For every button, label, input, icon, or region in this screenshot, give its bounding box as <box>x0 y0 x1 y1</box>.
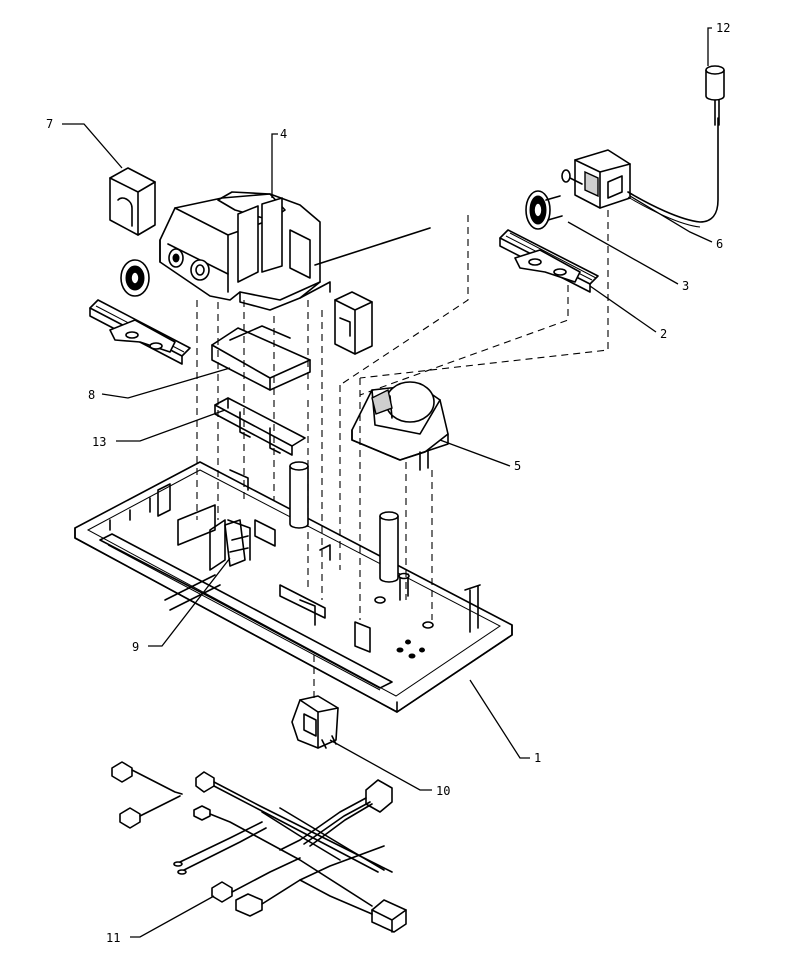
callout-3: 3 <box>682 279 689 293</box>
part-7-block <box>109 167 156 236</box>
assembly-guide-lines <box>196 210 609 700</box>
callout-4: 4 <box>280 127 287 141</box>
callout-12: 12 <box>716 21 730 35</box>
callout-6: 6 <box>716 237 723 251</box>
part-2-bracket-right <box>499 229 599 293</box>
part-13-rail-clip <box>214 397 306 456</box>
callout-13: 13 <box>92 435 106 449</box>
part-3-gear-right <box>525 190 563 230</box>
left-bracket <box>89 299 191 365</box>
part-8-cover <box>211 325 311 391</box>
callout-5: 5 <box>514 459 521 473</box>
part-4-housing <box>159 191 431 311</box>
part-5-damper-assembly <box>351 381 449 471</box>
callout-9: 9 <box>132 640 139 654</box>
callout-labels: 12 7 4 6 3 2 8 13 5 9 1 10 11 <box>46 21 730 945</box>
callout-10: 10 <box>436 784 450 798</box>
left-gear <box>120 259 150 297</box>
callout-8: 8 <box>88 388 95 402</box>
part-11-wire-harness <box>111 761 407 933</box>
callout-7: 7 <box>46 117 53 131</box>
callout-2: 2 <box>660 327 667 341</box>
callout-1: 1 <box>534 751 541 765</box>
part-1-base-plate <box>74 461 513 713</box>
leader-lines <box>62 27 713 938</box>
part-12-sensor-sleeve <box>705 65 725 126</box>
part-6-control-unit <box>561 117 719 228</box>
part-9-hinge <box>224 519 249 567</box>
part-10-switch <box>291 695 339 749</box>
mid-bracket <box>334 291 373 355</box>
callout-11: 11 <box>106 931 120 945</box>
